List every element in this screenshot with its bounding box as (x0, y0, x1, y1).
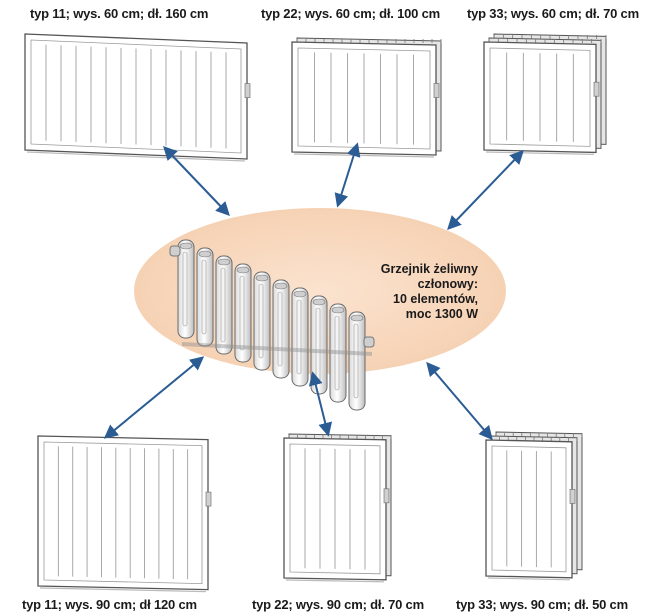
radiator-top-right-icon (483, 33, 607, 155)
label-top-right: typ 33; wys. 60 cm; dł. 70 cm (467, 6, 639, 21)
radiator-bottom-left-icon (37, 435, 212, 593)
label-top-left: typ 11; wys. 60 cm; dł. 160 cm (30, 6, 209, 21)
arrow-bottom-middle (308, 371, 333, 437)
arrows (103, 142, 524, 441)
cast-iron-line-1: Grzejnik żeliwny (380, 262, 478, 276)
radiator-bottom-middle-icon (283, 433, 392, 583)
arrow-top-middle (334, 142, 361, 208)
label-top-middle: typ 22; wys. 60 cm; dł. 100 cm (261, 6, 440, 21)
cast-iron-line-4: moc 1300 W (405, 307, 478, 321)
radiator-top-middle-icon (291, 37, 442, 158)
cast-iron-line-3: 10 elementów, (393, 292, 478, 306)
arrow-bottom-left (103, 356, 205, 439)
cast-iron-line-2: członowy: (417, 277, 478, 291)
cast-iron-radiator-icon (169, 239, 375, 411)
arrow-top-right (447, 149, 524, 231)
arrow-bottom-right (426, 361, 493, 441)
cast-iron-description: Grzejnik żeliwny członowy: 10 elementów,… (381, 262, 478, 322)
arrow-top-left (163, 145, 230, 217)
radiator-top-left-icon (24, 33, 251, 162)
radiator-bottom-right-icon (485, 431, 583, 581)
